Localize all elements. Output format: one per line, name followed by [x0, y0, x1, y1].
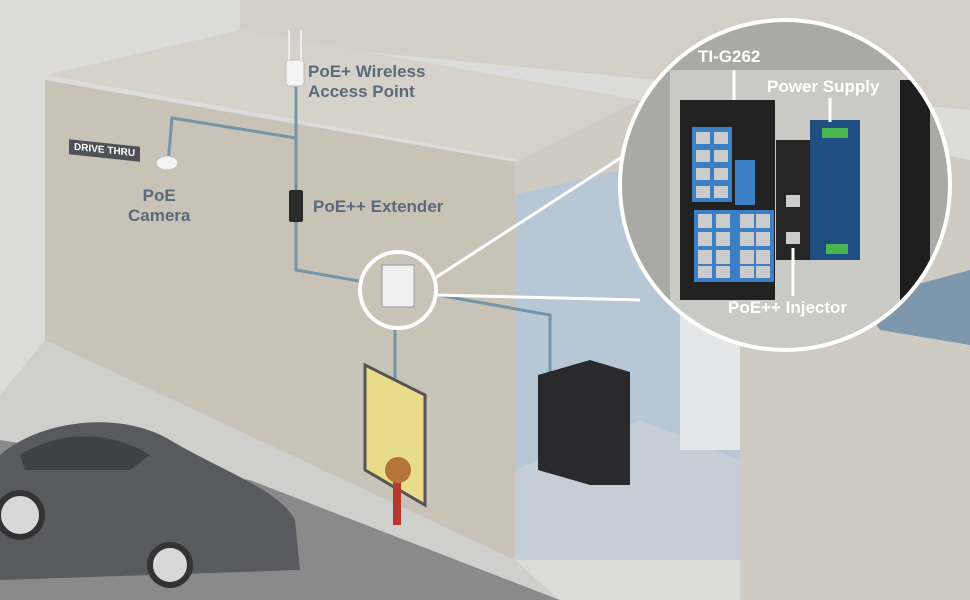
injector-label: PoE++ Injector — [728, 298, 848, 317]
access-point-label-line2: Access Point — [308, 82, 415, 101]
power-supply-device — [810, 120, 860, 260]
junction-box — [381, 264, 415, 308]
extender-label: PoE++ Extender — [313, 197, 444, 216]
server-rack — [538, 360, 630, 485]
access-point-label-line1: PoE+ Wireless — [308, 62, 426, 81]
switch-label: TI-G262 — [698, 47, 761, 66]
camera-label-line2: Camera — [128, 206, 191, 225]
access-point-device — [285, 59, 305, 87]
roof — [45, 30, 640, 160]
camera-device — [155, 155, 179, 171]
sidewalk — [0, 340, 560, 600]
power-supply-label: Power Supply — [767, 77, 880, 96]
awning — [860, 270, 970, 345]
access-point-label: PoE+ Wireless Access Point — [308, 62, 426, 102]
extender-device — [289, 190, 303, 222]
camera-label-line1: PoE — [142, 186, 176, 205]
camera-label: PoE Camera — [128, 186, 190, 226]
